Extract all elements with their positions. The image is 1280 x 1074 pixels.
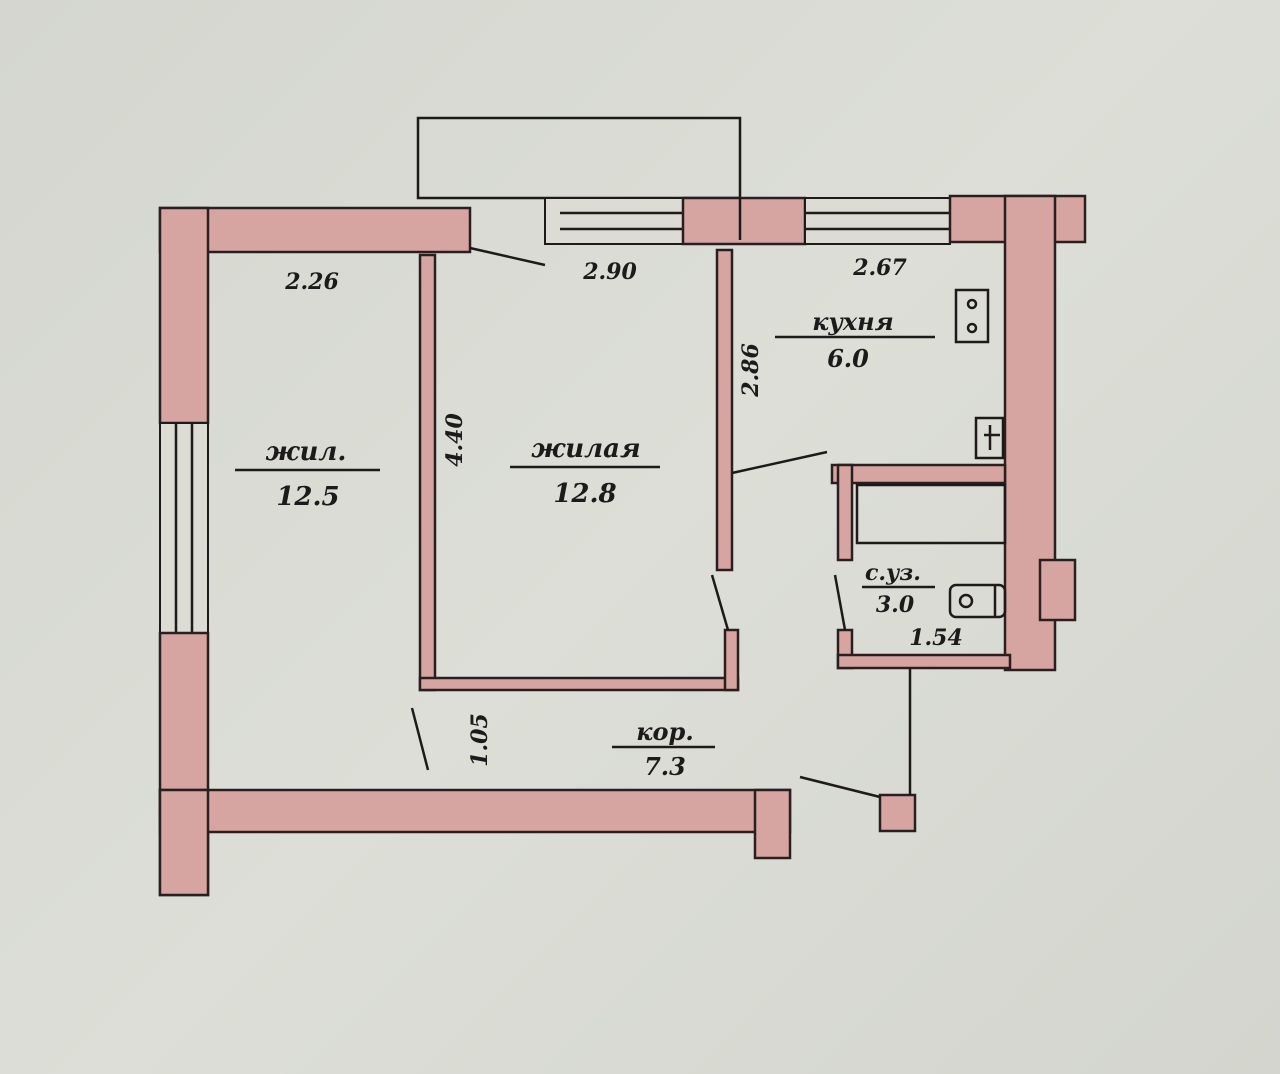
door-swing [731,450,828,475]
door-swing [833,574,847,631]
dim-room2-width: 2.90 [582,259,637,285]
room-area-corridor: 7.3 [644,752,686,781]
door-swing [410,707,430,771]
door-swing [799,775,881,799]
dim-bathroom-width: 1.54 [909,625,963,651]
dim-kitchen-width: 2.67 [852,255,907,281]
wall-bottom-right-stub [753,788,792,860]
stove-icon [954,288,990,344]
room-name-living: жилая [531,434,640,464]
partition-rooms [418,253,437,692]
wall-bottom-left-stub [158,788,210,897]
room-area-kitchen: 6.0 [827,344,869,373]
wall-top-middle [681,196,807,246]
window-top-middle [544,197,684,245]
room-name-bedroom: жил. [266,437,347,467]
window-top-right [804,197,951,245]
room-area-living: 12.8 [553,479,616,509]
wall-corridor-stub [878,793,917,833]
wall-right-notch [1038,558,1077,622]
sink-icon [974,416,1005,460]
room-area-bathroom: 3.0 [876,592,915,618]
bath-wall-left [836,463,854,562]
bath-wall-bottom [836,653,1012,670]
dim-room2-length: 4.40 [442,413,468,467]
room-area-bedroom: 12.5 [276,482,339,512]
bath-wall-top [830,463,1007,485]
partition-living-kitchen [715,248,734,572]
balcony-outline [416,116,742,200]
toilet-icon [948,583,1007,619]
dim-corridor-width: 1.05 [467,713,493,767]
partition-living-bottom [418,676,740,692]
room-name-bathroom: с.уз. [865,560,921,586]
room-name-corridor: кор. [636,717,693,746]
window-left [159,422,209,634]
wall-left-upper [158,206,210,425]
dim-room1-width: 2.26 [284,269,339,295]
dim-kitchen-length: 2.86 [738,343,764,398]
wall-bottom [158,788,792,834]
partition-living-door-jamb [723,628,740,692]
bathtub-icon [855,483,1007,545]
door-swing [710,574,730,631]
room-name-kitchen: кухня [812,307,894,336]
door-swing [469,246,546,267]
